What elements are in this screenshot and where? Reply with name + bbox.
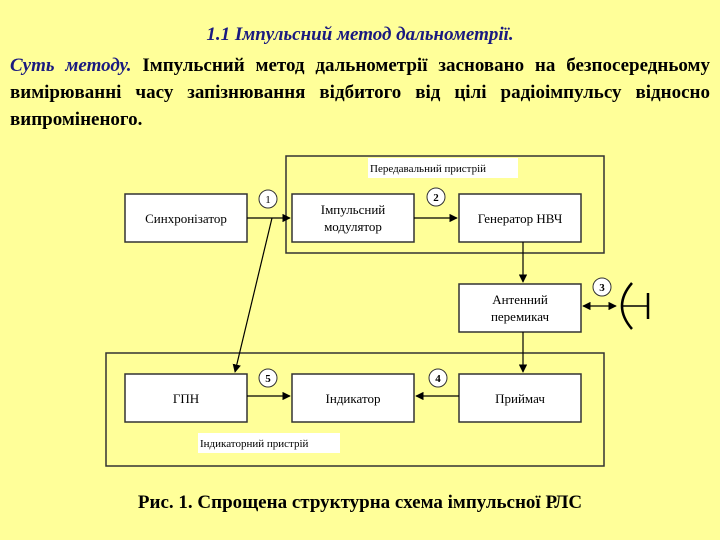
marker-2: 2	[426, 187, 446, 207]
synchronizer-label: Синхронізатор	[145, 211, 227, 226]
marker-1: 1	[258, 189, 278, 209]
antenna-icon	[620, 282, 650, 330]
figure-caption: Рис. 1. Спрощена структурна схема імпуль…	[137, 492, 583, 513]
arrow-sync-to-gpn	[232, 217, 273, 373]
indicator-group-label-bg	[198, 433, 340, 453]
generator-block	[458, 193, 582, 243]
marker-1-label: 1	[265, 194, 271, 206]
marker-3-label: 3	[599, 282, 605, 294]
receiver-block	[458, 373, 582, 423]
antenna-switch-label-line1: Антенний	[492, 292, 548, 307]
modulator-label-line1: Імпульсний	[321, 202, 386, 217]
receiver-label: Приймач	[495, 391, 545, 406]
indicator-group-label: Індикаторний пристрій	[200, 438, 309, 450]
indicator-group	[105, 352, 605, 467]
generator-label: Генератор НВЧ	[478, 211, 563, 226]
modulator-block	[291, 193, 415, 243]
transmitter-group	[285, 155, 605, 254]
intro-lead: Суть методу.	[10, 55, 132, 76]
marker-4: 4	[428, 368, 448, 388]
marker-5-label: 5	[265, 373, 271, 385]
modulator-label-line2: модулятор	[324, 219, 382, 234]
marker-4-label: 4	[435, 373, 441, 385]
indicator-label: Індикатор	[326, 391, 381, 406]
gpn-block	[124, 373, 248, 423]
antenna-switch-label-line2: перемикач	[491, 309, 550, 324]
antenna-switch-block	[458, 283, 582, 333]
gpn-label: ГПН	[173, 391, 199, 406]
transmitter-group-label: Передавальний пристрій	[370, 163, 486, 175]
intro-text: Імпульсний метод дальнометрії засновано …	[10, 55, 710, 130]
slide-heading: 1.1 Імпульсний метод дальнометрії.	[206, 24, 514, 45]
marker-3: 3	[592, 277, 612, 297]
marker-2-label: 2	[433, 192, 439, 204]
indicator-block	[291, 373, 415, 423]
marker-5: 5	[258, 368, 278, 388]
synchronizer-block	[124, 193, 248, 243]
transmitter-group-label-bg	[368, 158, 518, 178]
intro-paragraph: Суть методу. Імпульсний метод дальнометр…	[10, 52, 710, 133]
